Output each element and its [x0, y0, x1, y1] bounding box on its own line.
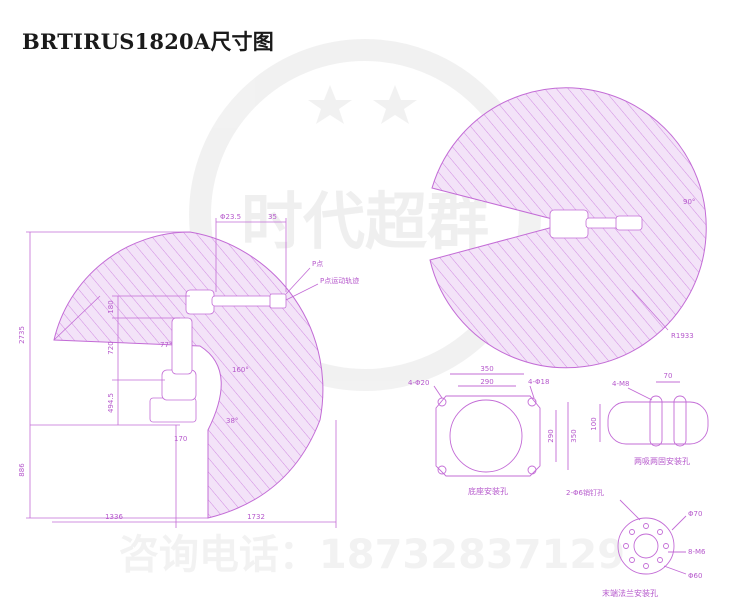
- arm-outline: [607, 401, 709, 445]
- watermark: 时代超群 咨询电话：18732837129: [119, 39, 625, 578]
- flange-hole: [663, 543, 669, 549]
- dim-left: 1336: [105, 513, 123, 521]
- leader-radius: [631, 289, 669, 331]
- watermark-star-icon: [373, 85, 417, 124]
- dim-a: 180: [107, 300, 115, 313]
- angle-c: 38°: [226, 417, 238, 425]
- dim-height-total: 2735: [18, 326, 26, 344]
- base-outline: [435, 395, 541, 477]
- dim-b: 720: [107, 341, 115, 354]
- leader-inner: [663, 565, 687, 575]
- arm-dim-100: 100: [590, 417, 598, 430]
- angle-b: 160°: [232, 366, 249, 374]
- base-hole: [527, 465, 537, 475]
- dim-low: 886: [18, 463, 26, 477]
- flange-hole: [629, 557, 635, 563]
- flange-hole: [657, 557, 663, 563]
- flange-dim-inner: Φ60: [688, 572, 702, 580]
- top-angle: 90°: [683, 198, 695, 206]
- watermark-brand: 时代超群: [241, 185, 489, 258]
- arm-dim-thread: 4-M8: [612, 380, 629, 388]
- dim-right: 1732: [247, 513, 265, 521]
- flange-hole: [643, 563, 649, 569]
- dim-c: 494.5: [107, 393, 115, 413]
- base-dim-290v: 290: [547, 429, 555, 442]
- dim-top-b: 35: [268, 213, 277, 221]
- leader-p-range: [285, 283, 319, 301]
- flange-inner: [633, 533, 659, 559]
- label-p-range: P点运动轨迹: [320, 276, 359, 285]
- flange-outer: [617, 517, 675, 575]
- base-hole: [437, 397, 447, 407]
- arm-dim-70: 70: [664, 372, 673, 380]
- page-title: BRTIRUS1820A尺寸图: [22, 29, 274, 54]
- arm-view: [599, 381, 709, 447]
- flange-hole: [657, 529, 663, 535]
- watermark-gear-icon: [189, 39, 541, 391]
- base-dim-350: 350: [480, 365, 493, 373]
- top-radius: R1933: [671, 332, 694, 340]
- robot-side-icon: [149, 289, 287, 423]
- robot-top-icon: [549, 209, 643, 239]
- base-dim-hole-a: 4-Φ20: [408, 379, 429, 387]
- angle-a: 77°: [160, 341, 172, 349]
- watermark-star-icon: [308, 85, 352, 124]
- base-view: [433, 373, 569, 477]
- flange-dim-outer: Φ70: [688, 510, 702, 518]
- flange-hole: [623, 543, 629, 549]
- base-dim-350v: 350: [570, 429, 578, 442]
- leader-thread: [627, 387, 653, 401]
- base-dim-290: 290: [480, 378, 493, 386]
- envelope-edge: [53, 295, 101, 341]
- leader-hole-a: [433, 385, 443, 399]
- dim-d: 170: [174, 435, 187, 443]
- base-hole: [527, 397, 537, 407]
- base-dim-hole-b: 4-Φ18: [528, 378, 549, 386]
- watermark-phone: 咨询电话：18732837129: [119, 532, 625, 578]
- base-circle: [449, 399, 523, 473]
- arm-slot: [649, 395, 663, 447]
- base-hole: [437, 465, 447, 475]
- leader-hole-b: [529, 385, 535, 399]
- flange-caption: 末端法兰安装孔: [602, 588, 658, 598]
- leader-p: [285, 267, 311, 295]
- dim-top-a: Φ23.5: [220, 213, 241, 221]
- arm-slot: [673, 395, 687, 447]
- side-view: [26, 218, 337, 528]
- label-p: P点: [312, 260, 323, 268]
- leader-outer: [671, 515, 687, 531]
- top-view: [429, 87, 707, 369]
- flange-hole: [643, 523, 649, 529]
- arm-caption: 两吸两固安装孔: [634, 456, 690, 466]
- flange-dim-pins: 2-Φ6销钉孔: [566, 488, 604, 497]
- flange-view: [617, 499, 687, 575]
- flange-dim-thread: 8-M6: [688, 548, 706, 556]
- leader-pins: [619, 499, 641, 521]
- base-caption: 底座安装孔: [468, 486, 508, 496]
- flange-hole: [629, 529, 635, 535]
